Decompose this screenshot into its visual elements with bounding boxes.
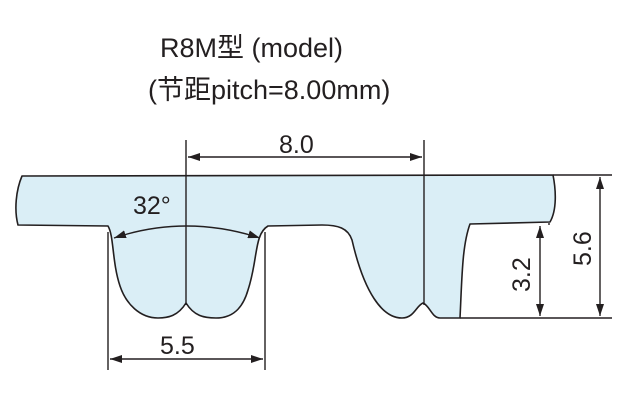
belt-profile: [15, 174, 557, 319]
tooth-width-dimension-label: 5.5: [160, 332, 195, 360]
diagram-title-model: R8M型 (model): [160, 33, 343, 63]
belt-height-dimension-label: 5.6: [569, 231, 597, 266]
angle-dimension-label: 32°: [133, 192, 171, 220]
angle-dimension-arc: [113, 225, 261, 239]
diagram-title-pitch: (节距pitch=8.00mm): [148, 75, 390, 105]
tooth-height-dimension-label: 3.2: [508, 257, 536, 292]
pitch-dimension-label: 8.0: [279, 131, 314, 159]
